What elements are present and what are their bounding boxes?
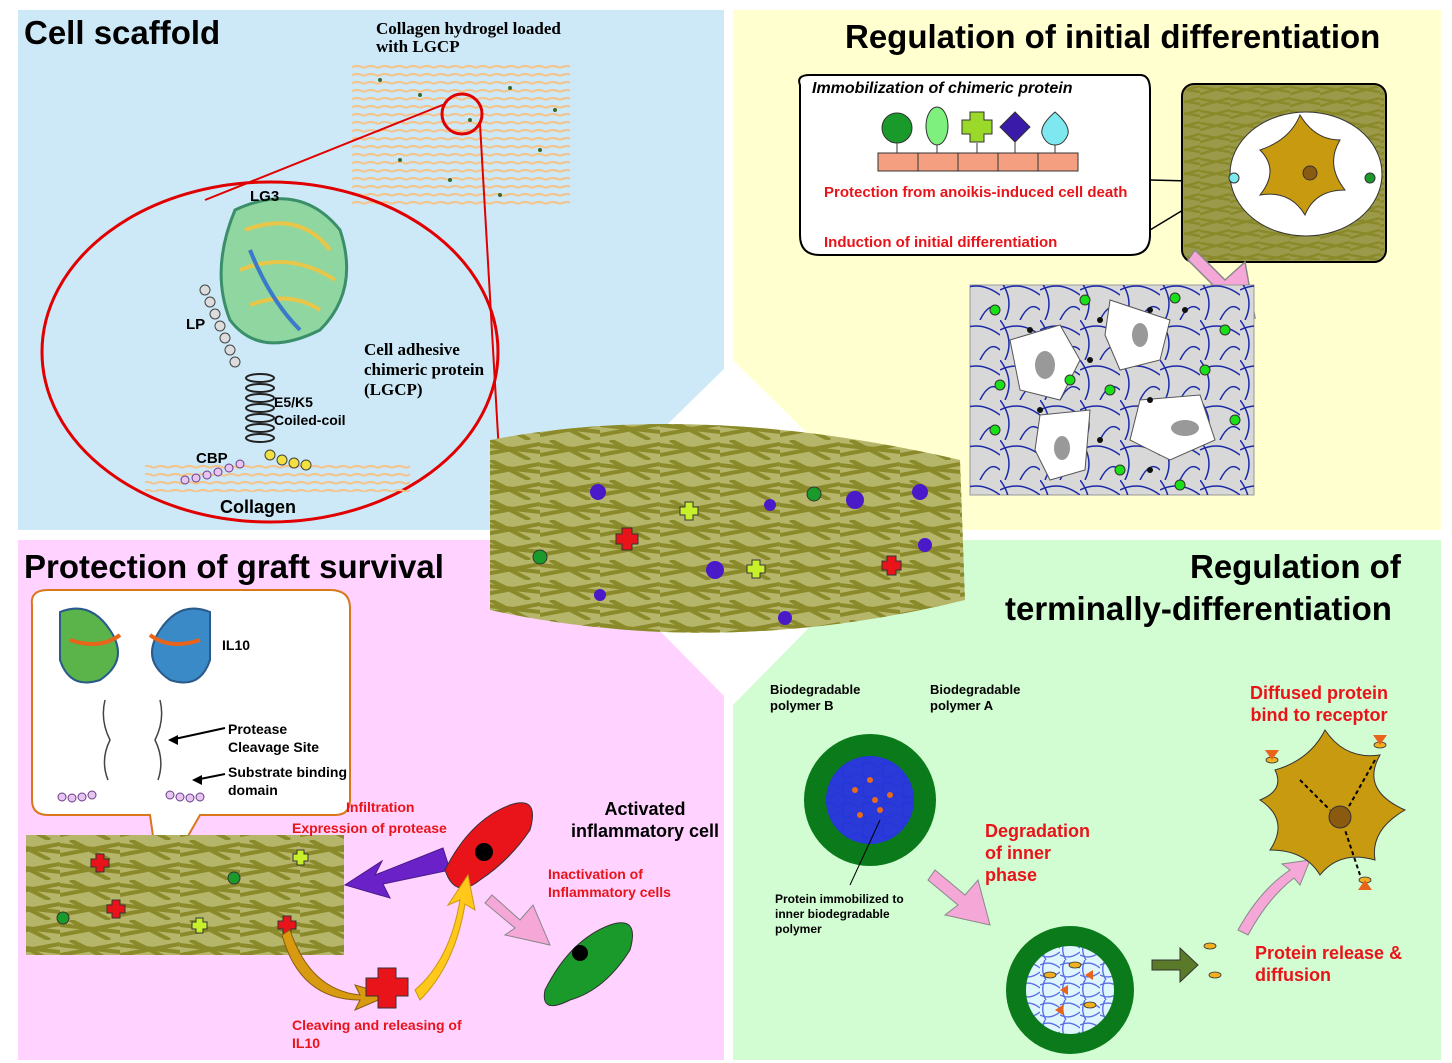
- protein-immobilized-label: Protein immobilized to inner biodegradab…: [775, 892, 904, 936]
- pink-arrow-graft: [484, 894, 551, 946]
- central-scaffold: [490, 424, 965, 633]
- polymer-a-label: Biodegradable polymer A: [930, 682, 1021, 713]
- activated-cell-label: Activated inflammatory cell: [570, 799, 720, 841]
- protein-release-label: Protein release & diffusion: [1255, 943, 1403, 985]
- purple-diamond-protein: [999, 111, 1031, 143]
- lgcp-dots: [378, 78, 557, 197]
- cyan-drop-protein: [1041, 111, 1069, 146]
- network-black-nodes: [1027, 307, 1188, 473]
- cell-scaffold-title: Cell scaffold: [24, 14, 221, 51]
- chimeric-protein-row: [877, 106, 1079, 172]
- substrate-binding-label: Substrate binding domain: [228, 764, 347, 798]
- coiled-coil-label: E5/K5 Coiled-coil: [274, 394, 346, 428]
- cleaving-releasing-label: Cleaving and releasing of IL10: [292, 1017, 462, 1051]
- graft-survival-title: Protection of graft survival: [24, 548, 444, 585]
- green-circle-protein: [881, 112, 913, 144]
- star-cell: [1258, 113, 1347, 217]
- zoom-circle: [440, 92, 484, 136]
- protease-cleavage-label: Protease Cleavage Site: [228, 721, 320, 755]
- network-nuclei: [1035, 323, 1199, 460]
- protection-label: Protection from anoikis-induced cell dea…: [824, 184, 1128, 201]
- immobilization-title: Immobilization of chimeric protein: [812, 80, 1073, 97]
- coiled-coil: [245, 373, 275, 443]
- central-purple-dots: [590, 484, 932, 625]
- initial-differentiation-title: Regulation of initial differentiation: [845, 18, 1381, 55]
- lp-label: LP: [186, 316, 206, 333]
- terminal-title-line1: Regulation of: [1190, 548, 1401, 585]
- green-ellipse-protein: [925, 106, 949, 146]
- yellow-arrow-up: [414, 873, 476, 1001]
- released-proteins: [1203, 942, 1222, 979]
- cbp-beads: [180, 459, 245, 485]
- magnified-ellipse: [40, 180, 500, 524]
- network-green-nodes: [989, 292, 1241, 491]
- inactivated-cell: [543, 922, 633, 1007]
- graft-scaffold: [26, 835, 344, 955]
- terminal-title-line2: terminally-differentiation: [1005, 590, 1392, 627]
- collagen-fiber: [145, 462, 410, 492]
- infiltration-label: Infiltration: [346, 799, 415, 815]
- hydrogel-label: Collagen hydrogel loaded with LGCP: [376, 19, 561, 56]
- degradation-label: Degradation of inner phase: [985, 821, 1091, 885]
- substrate-beads: [57, 790, 205, 803]
- k5-beads: [264, 449, 312, 471]
- polymer-b-label: Biodegradable polymer B: [770, 682, 861, 713]
- il10-cross: [365, 967, 409, 1009]
- expression-protease-label: Expression of protease: [292, 820, 447, 836]
- receptor-cell: [1258, 729, 1407, 876]
- lg3-structure: [219, 197, 349, 345]
- il10-structure: [59, 607, 211, 684]
- orange-arrow-down: [281, 929, 392, 1011]
- cbp-label: CBP: [196, 450, 228, 467]
- inactivation-label: Inactivation of Inflammatory cells: [548, 866, 671, 900]
- diffused-protein-label: Diffused protein bind to receptor: [1250, 683, 1388, 725]
- pink-arrow-degradation: [927, 869, 991, 926]
- collagen-label: Collagen: [220, 497, 297, 517]
- il10-label: IL10: [222, 637, 251, 653]
- purple-arrow: [343, 847, 451, 899]
- il10-coils: [102, 699, 163, 781]
- green-arrow-release: [1151, 946, 1199, 984]
- lg3-label: LG3: [250, 188, 280, 205]
- lp-beads: [199, 284, 241, 368]
- induction-label: Induction of initial differentiation: [824, 234, 1058, 251]
- green-cross-protein: [961, 111, 993, 143]
- pink-arrow-receptor: [1237, 859, 1311, 936]
- chimeric-protein-label: Cell adhesive chimeric protein (LGCP): [364, 340, 485, 399]
